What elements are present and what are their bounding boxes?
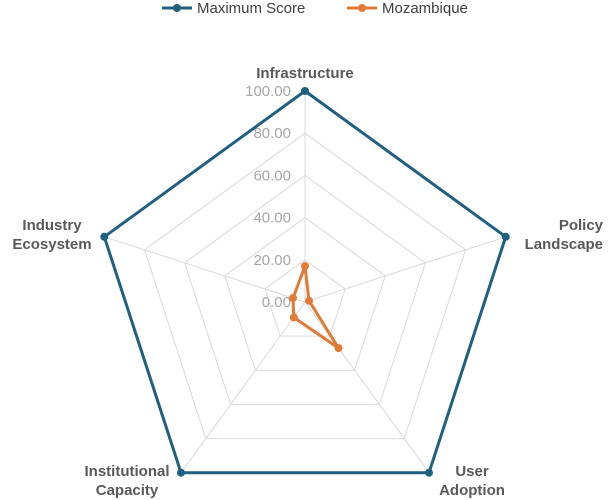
data-point bbox=[425, 468, 433, 477]
series-mozambique bbox=[289, 262, 343, 353]
legend-swatch-marker bbox=[173, 4, 181, 12]
spoke-line bbox=[104, 236, 306, 303]
legend-item-mozambique: Mozambique bbox=[347, 0, 468, 17]
grid-ring bbox=[224, 216, 386, 371]
spoke-line bbox=[304, 301, 430, 473]
legend-label: Mozambique bbox=[382, 0, 468, 17]
series-line-maximum-score bbox=[102, 89, 508, 475]
data-point bbox=[501, 232, 510, 241]
data-point bbox=[100, 232, 109, 241]
tick-label: 0.00 bbox=[262, 294, 291, 311]
tick-label: 40.00 bbox=[253, 210, 291, 227]
spoke-line bbox=[180, 301, 306, 473]
legend-item-maximum-score: Maximum Score bbox=[162, 0, 305, 17]
grid-ring bbox=[264, 259, 346, 337]
radar-spokes bbox=[104, 91, 506, 473]
grid-ring bbox=[143, 132, 467, 440]
tick-label: 20.00 bbox=[253, 252, 291, 269]
legend: Maximum Score Mozambique bbox=[162, 0, 468, 17]
data-point bbox=[301, 87, 309, 95]
radial-tick-labels: 0.00 20.00 40.00 60.00 80.00 100.00 bbox=[245, 83, 291, 311]
tick-label: 100.00 bbox=[245, 83, 291, 100]
category-label: Infrastructure bbox=[256, 65, 354, 82]
data-point bbox=[177, 468, 185, 477]
tick-label: 60.00 bbox=[253, 167, 291, 184]
legend-label: Maximum Score bbox=[197, 0, 305, 17]
spoke-line bbox=[304, 236, 506, 303]
tick-label: 80.00 bbox=[253, 125, 291, 142]
data-point bbox=[301, 262, 309, 271]
data-point bbox=[289, 294, 297, 303]
data-point bbox=[334, 344, 343, 353]
series-layer bbox=[100, 87, 510, 477]
data-point bbox=[289, 313, 298, 322]
grid-ring bbox=[184, 174, 426, 405]
series-maximum-score bbox=[100, 87, 510, 477]
series-line-mozambique bbox=[291, 264, 340, 350]
legend-swatch-marker bbox=[358, 4, 366, 12]
data-point bbox=[305, 296, 313, 305]
